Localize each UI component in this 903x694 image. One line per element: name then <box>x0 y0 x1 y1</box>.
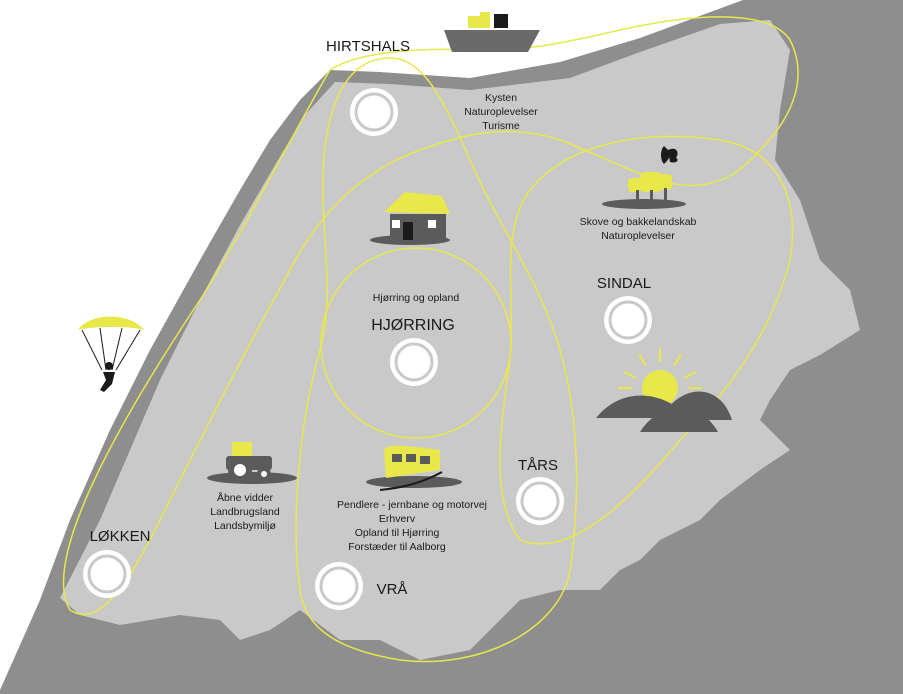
town-vra: VRÅ <box>377 581 408 598</box>
marker-lokken <box>83 550 131 598</box>
town-sindal: SINDAL <box>597 275 651 292</box>
coast-label-2: Naturoplevelser <box>464 106 538 118</box>
tractor-icon <box>207 442 297 484</box>
hjorring-area-label: Hjørring og opland <box>373 292 460 304</box>
farmland-label-3: Landsbymiljø <box>214 520 276 532</box>
paraglider-icon <box>78 316 144 392</box>
forest-label-1: Skove og bakkelandskab <box>580 216 697 228</box>
outline-coast <box>62 16 799 616</box>
train-icon <box>366 445 462 491</box>
marker-sindal <box>604 296 652 344</box>
forest-label-2: Naturoplevelser <box>601 230 675 242</box>
sun-hills-icon <box>596 348 732 432</box>
coast-label-3: Turisme <box>482 120 520 132</box>
town-tars: TÅRS <box>518 457 558 474</box>
region-outlines <box>62 16 799 663</box>
coast-text: Kysten Naturoplevelser Turisme <box>464 92 538 132</box>
farmland-label-2: Landbrugsland <box>210 506 280 518</box>
marker-hjorring <box>390 338 438 386</box>
commuter-label-1: Pendlere - jernbane og motorvej <box>337 499 487 511</box>
town-lokken: LØKKEN <box>90 528 151 545</box>
town-hirtshals: HIRTSHALS <box>326 38 410 55</box>
commuter-label-2: Erhverv <box>379 513 416 525</box>
house-icon <box>370 192 450 245</box>
outline-west <box>295 57 578 663</box>
trees-squirrel-icon <box>602 146 686 209</box>
marker-hirtshals <box>350 88 398 136</box>
marker-tars <box>516 477 564 525</box>
ship-icon <box>444 12 540 52</box>
commuter-label-3: Opland til Hjørring <box>355 527 440 539</box>
outline-hjorring <box>320 247 512 439</box>
coast-label-1: Kysten <box>485 92 517 104</box>
town-hjorring: HJØRRING <box>371 317 455 334</box>
commuter-label-4: Forstæder til Aalborg <box>348 541 446 553</box>
town-marker-icon <box>83 88 652 610</box>
marker-vra <box>315 562 363 610</box>
farmland-label-1: Åbne vidder <box>217 491 274 504</box>
